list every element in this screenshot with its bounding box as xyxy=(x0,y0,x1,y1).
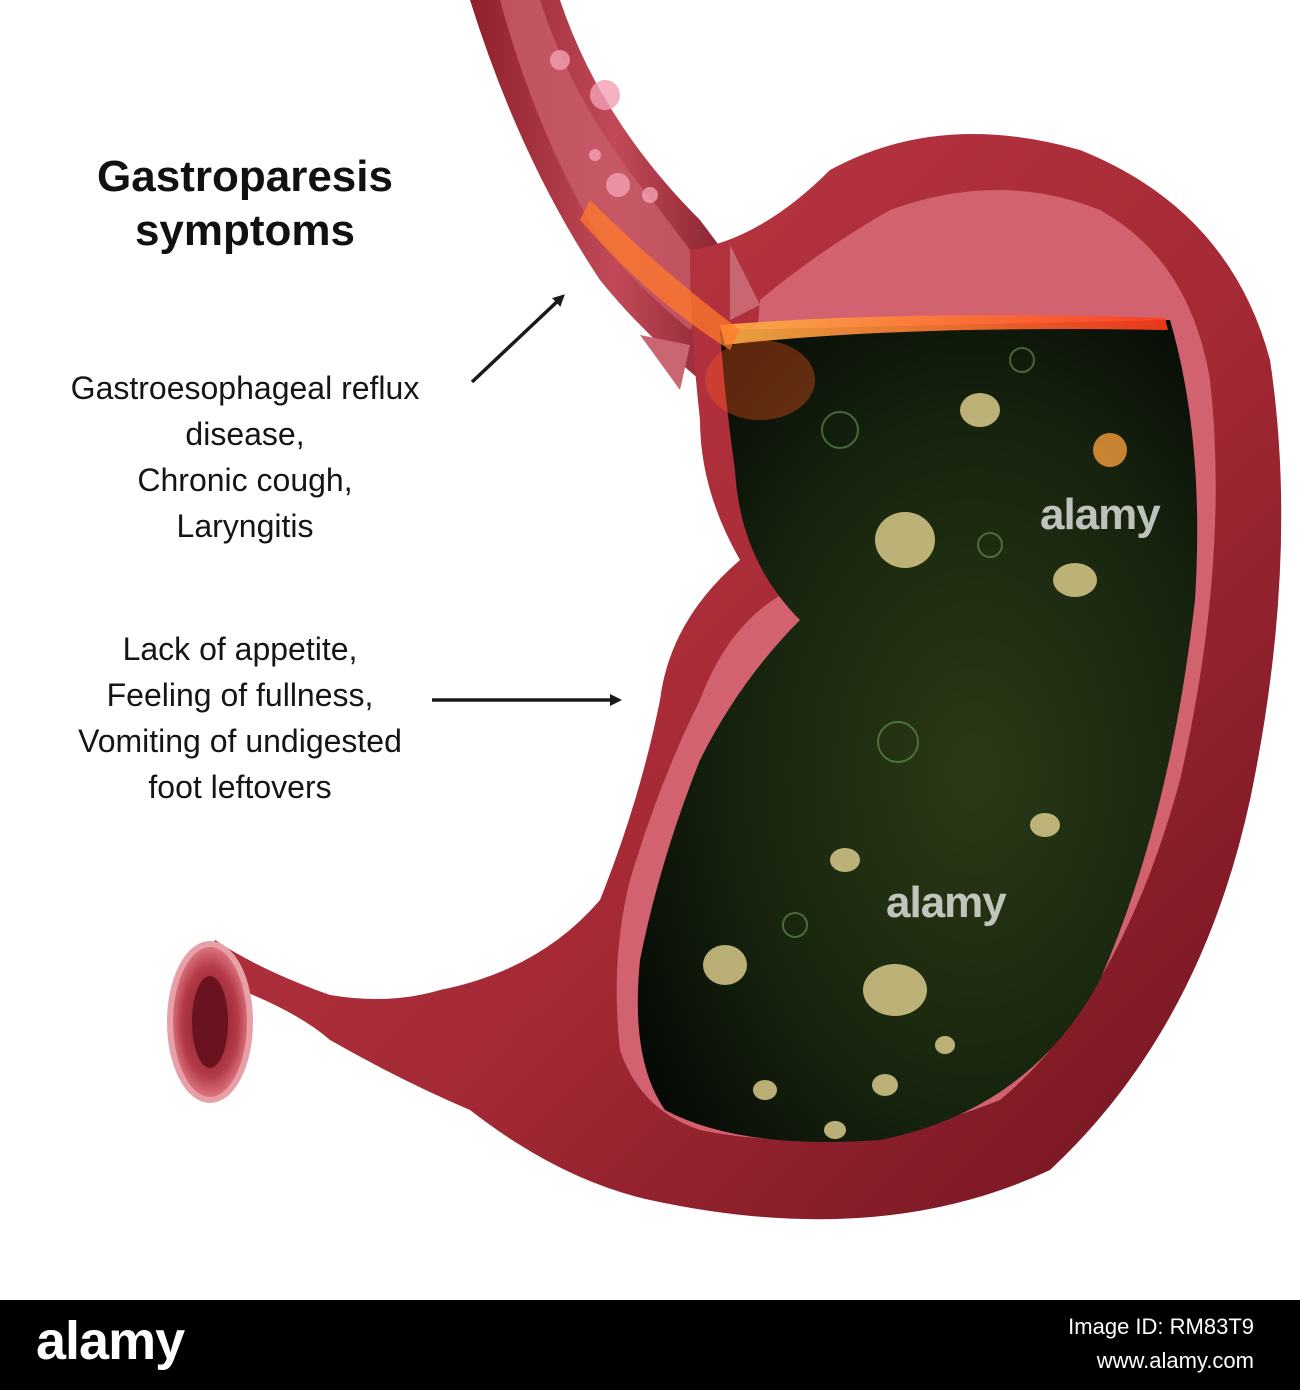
arrow-reflux xyxy=(470,294,565,384)
food-particle xyxy=(830,848,860,872)
site-url: www.alamy.com xyxy=(1096,1348,1254,1373)
page-title: Gastroparesis symptoms xyxy=(30,150,460,258)
bubbles xyxy=(782,347,1035,938)
fullness-line: Lack of appetite, xyxy=(122,631,358,667)
reflux-line: Laryngitis xyxy=(176,508,314,544)
bubble xyxy=(821,411,859,449)
footer-bar: alamy Image ID: RM83T9 www.alamy.com xyxy=(0,1300,1300,1390)
esophagus-lumen xyxy=(500,0,720,330)
esophagus-bubble xyxy=(550,50,570,70)
fullness-line: foot leftovers xyxy=(148,769,332,805)
esophagus-bubble xyxy=(589,149,601,161)
bubble xyxy=(782,912,808,938)
bubble xyxy=(1009,347,1035,373)
bubble xyxy=(877,721,919,763)
reflux-stream xyxy=(580,200,740,350)
footer-info: Image ID: RM83T9 www.alamy.com xyxy=(1068,1310,1254,1378)
bubble xyxy=(977,532,1003,558)
food-particle xyxy=(875,512,935,568)
label-reflux-symptoms: Gastroesophageal reflux disease, Chronic… xyxy=(20,365,470,549)
food-particle xyxy=(1093,433,1127,467)
reflux-line: Chronic cough, xyxy=(137,462,353,498)
watermark: alamy xyxy=(1040,490,1161,539)
sphincter-lower xyxy=(640,335,690,390)
acid-layer xyxy=(720,315,1168,345)
esophagus-bubble xyxy=(606,173,630,197)
food-particle xyxy=(703,945,747,985)
reflux-line: Gastroesophageal reflux xyxy=(70,370,420,406)
esophagus-bubbles xyxy=(550,50,658,203)
title-line-1: Gastroparesis xyxy=(97,152,393,201)
esophagus-bubble xyxy=(590,80,620,110)
food-particle xyxy=(1030,813,1060,837)
reflux-glow xyxy=(705,340,815,420)
stomach-illustration xyxy=(167,0,1282,1220)
food-particles xyxy=(703,393,1127,1139)
food-particle xyxy=(960,393,1000,427)
food-particle xyxy=(935,1036,955,1054)
watermark: alamy xyxy=(886,878,1007,927)
image-id: Image ID: RM83T9 xyxy=(1068,1314,1254,1339)
fullness-line: Vomiting of undigested xyxy=(78,723,402,759)
food-particle xyxy=(1053,563,1097,597)
label-fullness-symptoms: Lack of appetite, Feeling of fullness, V… xyxy=(30,626,450,810)
title-line-2: symptoms xyxy=(134,206,356,255)
sphincter-upper xyxy=(730,245,760,320)
gastric-content xyxy=(637,320,1198,1142)
food-particle xyxy=(824,1121,846,1139)
reflux-line: disease, xyxy=(185,416,305,452)
esophagus-bubble xyxy=(642,187,658,203)
footer-logo: alamy xyxy=(36,1311,185,1371)
fullness-line: Feeling of fullness, xyxy=(106,677,374,713)
food-particle xyxy=(753,1080,777,1100)
pylorus-inner xyxy=(192,976,228,1068)
food-particle xyxy=(863,964,927,1016)
food-particle xyxy=(872,1074,898,1096)
